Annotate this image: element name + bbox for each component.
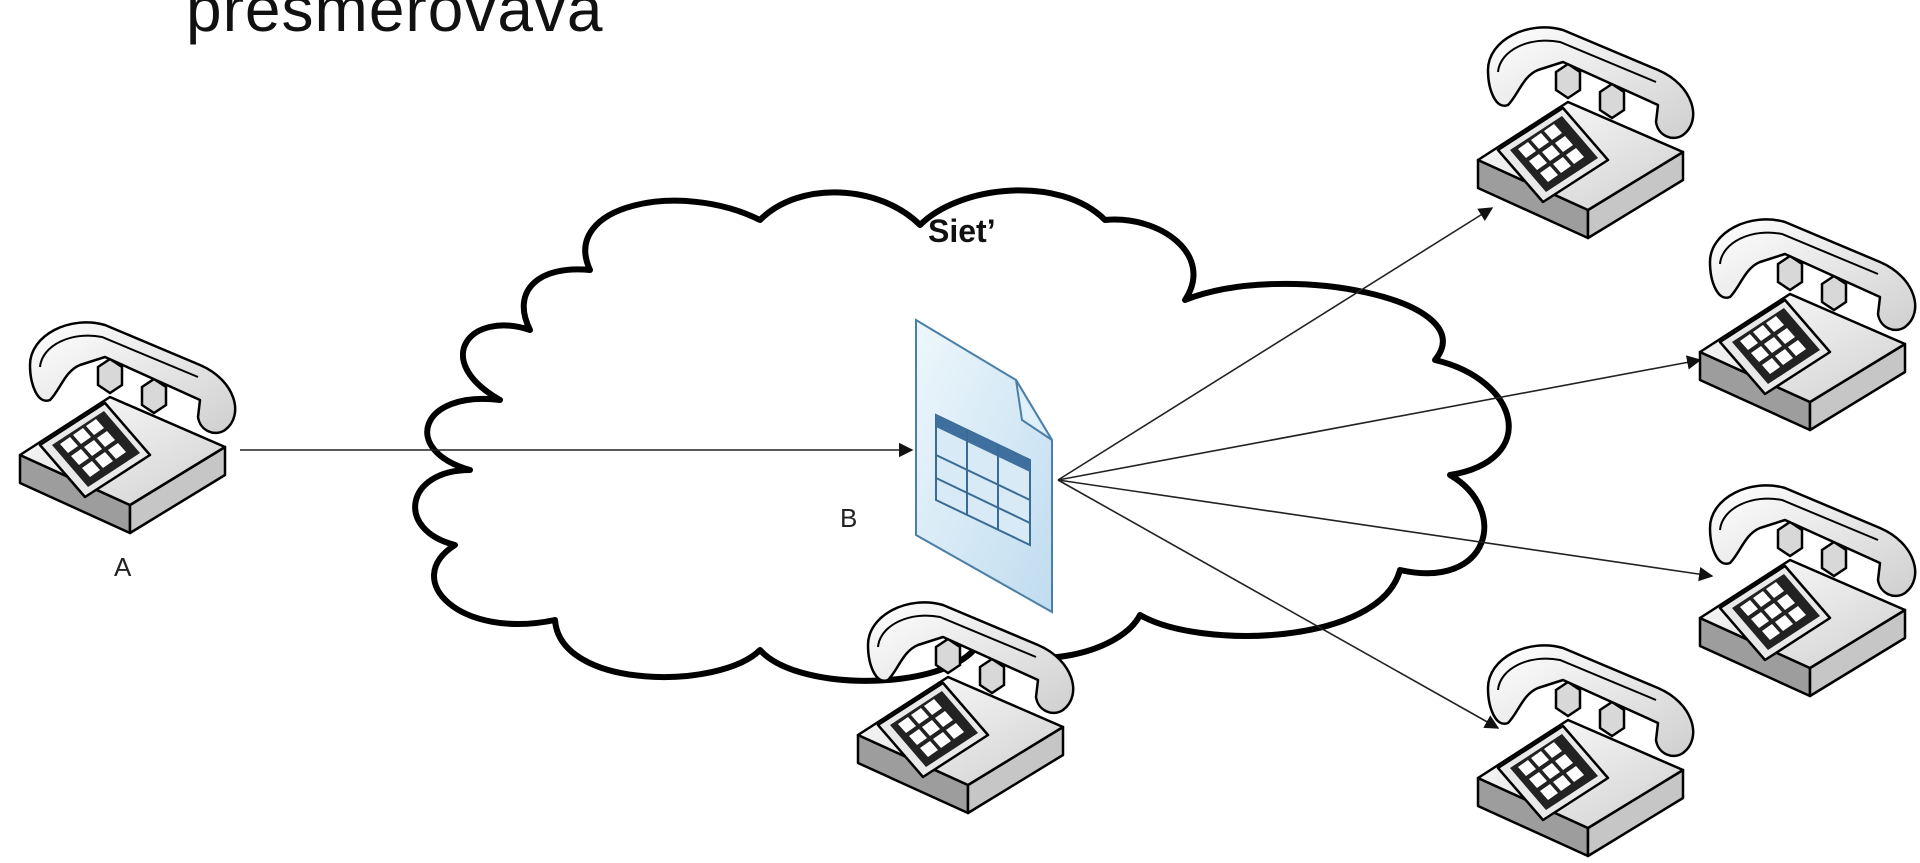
arrow-b-to-phone-4: [1057, 479, 1500, 729]
connection-arrows: [240, 207, 1714, 729]
caller-label: A: [114, 552, 132, 582]
caller-phone-a-icon: [18, 321, 237, 535]
forwarder-label: B: [840, 503, 857, 533]
arrow-b-to-phone-2: [1057, 355, 1702, 481]
target-phone-2-icon: [1698, 218, 1917, 432]
routing-table-icon: [915, 318, 1053, 614]
arrow-b-to-phone-3: [1057, 479, 1714, 582]
arrow-b-to-phone-1: [1057, 207, 1494, 481]
network-label: Siet’: [928, 213, 996, 249]
target-phone-4-icon: [1476, 644, 1695, 858]
target-phone-3-icon: [1698, 484, 1917, 698]
slide-title: presmerováva: [186, 0, 604, 45]
target-phone-1-icon: [1476, 26, 1695, 240]
